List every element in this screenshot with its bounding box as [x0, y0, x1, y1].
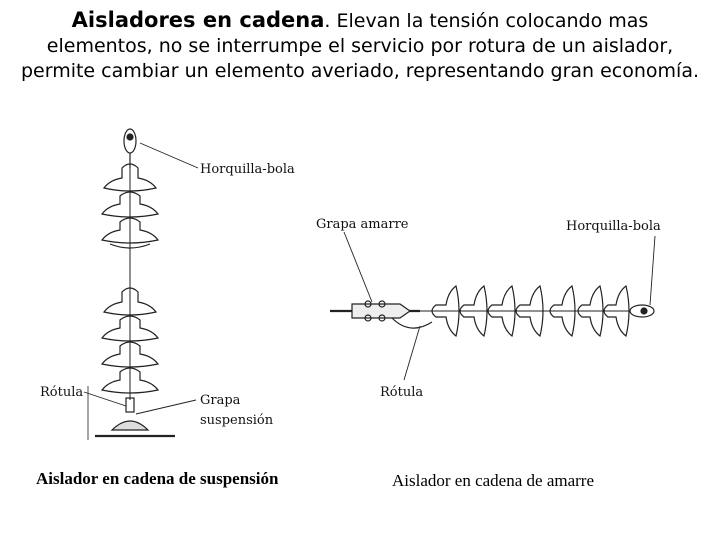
- title-lead: Aisladores en cadena: [71, 8, 325, 32]
- tension-chain: [330, 231, 656, 381]
- label-horquilla-bola-left: Horquilla-bola: [200, 162, 295, 177]
- end-eye-fitting: [629, 304, 655, 318]
- label-horquilla-bola-right: Horquilla-bola: [566, 219, 661, 234]
- label-rotula-right: Rótula: [380, 385, 423, 400]
- lower-discs: [100, 287, 160, 394]
- caption-amarre: Aislador en cadena de amarre: [392, 471, 594, 490]
- caption-suspension: Aislador en cadena de suspensión: [36, 469, 279, 488]
- top-eye-fitting: [123, 128, 137, 154]
- rotula-fitting: [125, 397, 135, 413]
- title-description: . Elevan la tensión colocando mas elemen…: [20, 10, 700, 82]
- upper-discs: [100, 163, 160, 249]
- horizontal-discs: [431, 284, 630, 338]
- label-grapa-left-1: Grapa: [200, 393, 241, 408]
- suspension-clamp: [110, 420, 150, 431]
- label-grapa-left-2: suspensión: [200, 413, 274, 428]
- tension-clamp: [351, 303, 412, 319]
- label-rotula-left: Rótula: [40, 385, 83, 400]
- suspension-chain: [83, 128, 199, 440]
- label-grapa-amarre: Grapa amarre: [316, 217, 409, 232]
- slide-title: Aisladores en cadena. Elevan la tensión …: [20, 8, 700, 84]
